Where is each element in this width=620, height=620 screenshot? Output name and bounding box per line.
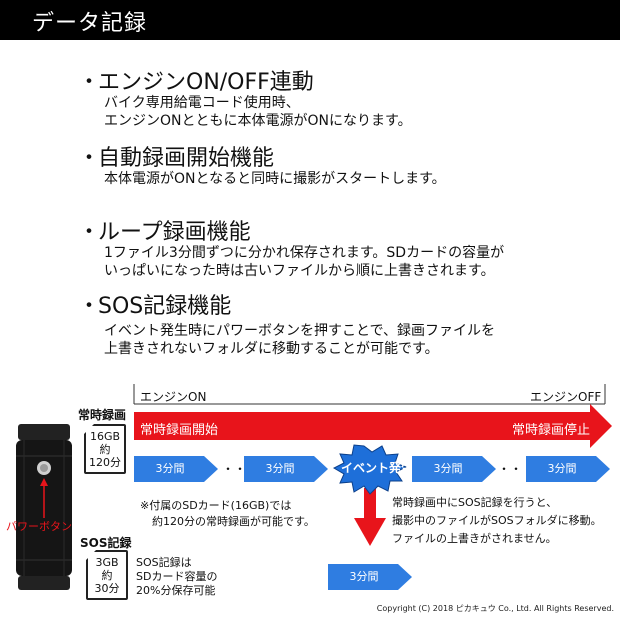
segment-chevron-1: 3分間 — [134, 456, 218, 482]
segment-chevron-4: 3分間 — [526, 456, 610, 482]
feature-heading: SOS記録機能 — [98, 294, 232, 319]
note-line: SDカード容量の — [136, 570, 218, 583]
recording-stop-label: 常時録画停止 — [512, 423, 591, 438]
note-line: ファイルの上書きがされません。 — [392, 532, 557, 545]
sd-card-notch — [86, 550, 96, 560]
sd-card-notch — [84, 424, 94, 434]
desc-line: イベント発生時にパワーボタンを押すことで、録画ファイルを — [104, 323, 496, 339]
continuous-section-label: 常時録画 — [78, 408, 127, 422]
feature-sos-record: ・SOS記録機能 — [78, 288, 231, 320]
event-label: イベント発生 — [341, 461, 414, 475]
feature-engine-sync: ・エンジンON/OFF連動 — [78, 64, 314, 96]
sos-segment-chevron: 3分間 — [328, 564, 412, 590]
desc-line: いっぱいになった時は古いファイルから順に上書きされます。 — [104, 263, 495, 279]
bullet: ・ — [78, 220, 101, 245]
feature-desc: バイク専用給電コード使用時、 エンジンONとともに本体電源がONになります。 — [104, 94, 412, 130]
sd-capacity: 16GB — [89, 430, 121, 443]
segment-label: 3分間 — [547, 462, 577, 475]
segment-chevron-3: 3分間 — [412, 456, 496, 482]
feature-desc: イベント発生時にパワーボタンを押すことで、録画ファイルを 上書きされないフォルダ… — [104, 322, 495, 358]
segment-label: 3分間 — [155, 462, 185, 475]
event-note: 常時録画中にSOS記録を行うと、 撮影中のファイルがSOSフォルダに移動。 ファ… — [392, 494, 602, 548]
bullet: ・ — [78, 146, 101, 171]
page-title: データ記録 — [32, 11, 148, 36]
ellipsis: ・・・ — [498, 462, 535, 476]
segment-chevron-2: 3分間 — [244, 456, 328, 482]
desc-line: 上書きされないフォルダに移動することが可能です。 — [104, 341, 439, 357]
sos-duration: 30分 — [94, 582, 120, 595]
feature-loop-record: ・ループ録画機能 — [78, 214, 251, 246]
event-burst — [332, 444, 408, 495]
sd-approx: 約 — [99, 443, 111, 456]
note-line: ※付属のSDカード(16GB)では — [140, 499, 292, 512]
note-line: 約120分の常時録画が可能です。 — [152, 515, 315, 528]
segment-label: 3分間 — [349, 570, 379, 583]
bullet: ・ — [78, 70, 101, 95]
copyright: Copyright (C) 2018 ピカキュウ Co., Ltd. All R… — [376, 604, 614, 613]
feature-desc: 1ファイル3分間ずつに分かれ保存されます。SDカードの容量が いっぱいになった時… — [104, 244, 504, 280]
engine-on-label: エンジンON — [140, 390, 207, 404]
power-button-label: パワーボタン — [6, 520, 72, 533]
segment-label: 3分間 — [433, 462, 463, 475]
recording-start-label: 常時録画開始 — [140, 423, 219, 438]
note-line: 20%分保存可能 — [136, 584, 216, 597]
note-line: SOS記録は — [136, 556, 192, 569]
feature-desc: 本体電源がONとなると同時に撮影がスタートします。 — [104, 170, 446, 188]
note-line: 常時録画中にSOS記録を行うと、 — [392, 496, 558, 509]
sos-capacity: 3GB — [95, 556, 119, 569]
feature-heading: エンジンON/OFF連動 — [98, 70, 314, 95]
desc-line: エンジンONとともに本体電源がONになります。 — [104, 113, 412, 129]
continuous-recording-arrow — [134, 404, 612, 448]
feature-heading: ループ録画機能 — [98, 220, 251, 245]
desc-line: 1ファイル3分間ずつに分かれ保存されます。SDカードの容量が — [104, 245, 505, 261]
engine-off-label: エンジンOFF — [530, 390, 602, 404]
sd-card-icon: 16GB 約 120分 — [84, 424, 126, 474]
bullet: ・ — [78, 294, 101, 319]
sos-down-arrow — [364, 488, 376, 522]
sos-card-icon: 3GB 約 30分 — [86, 550, 128, 600]
segment-label: 3分間 — [265, 462, 295, 475]
desc-line: バイク専用給電コード使用時、 — [104, 95, 300, 111]
desc-line: 本体電源がONとなると同時に撮影がスタートします。 — [104, 171, 446, 187]
feature-auto-record: ・自動録画開始機能 — [78, 140, 274, 172]
feature-heading: 自動録画開始機能 — [98, 146, 275, 171]
sos-section-label: SOS記録 — [80, 536, 132, 550]
sos-approx: 約 — [101, 569, 113, 582]
header-banner: データ記録 — [0, 0, 620, 40]
sd-card-note: ※付属のSDカード(16GB)では 約120分の常時録画が可能です。 — [140, 498, 315, 530]
note-line: 撮影中のファイルがSOSフォルダに移動。 — [392, 514, 602, 527]
sos-capacity-note: SOS記録は SDカード容量の 20%分保存可能 — [136, 556, 217, 598]
sd-duration: 120分 — [89, 456, 121, 469]
